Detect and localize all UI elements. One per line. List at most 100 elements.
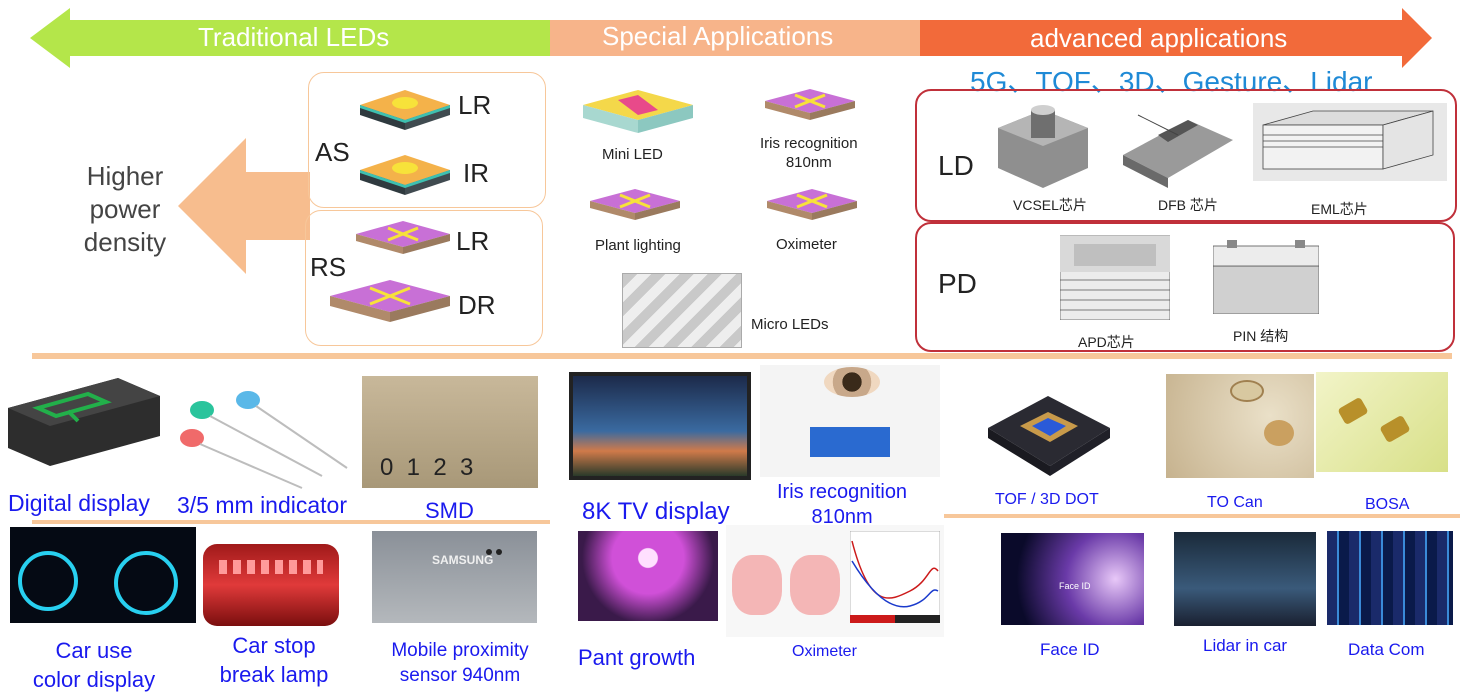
gauge-left	[18, 551, 78, 611]
smd-label: SMD	[425, 498, 474, 523]
micro-led-label: Micro LEDs	[751, 316, 829, 333]
iris-bottom-line1: Iris recognition	[777, 481, 908, 503]
vcsel-diagram	[998, 105, 1088, 188]
as-label: AS	[315, 137, 350, 167]
plant-label: Plant lighting	[595, 237, 681, 254]
banner-arrow	[30, 8, 1432, 68]
mini-led-icon	[583, 90, 693, 133]
rs-lr: LR	[456, 226, 490, 256]
banner-special: Special Applications	[602, 21, 834, 51]
car-line1: Car use	[55, 638, 133, 663]
lung-right	[790, 555, 840, 615]
prox-line1: Mobile proximity	[391, 640, 529, 661]
oximeter-label: Oximeter	[776, 236, 837, 253]
as-ir: IR	[463, 158, 489, 188]
stop-line2: break lamp	[219, 662, 329, 687]
tocan-body	[1230, 380, 1264, 402]
car-label: Car use color display	[22, 636, 166, 694]
oximeter-curve	[850, 531, 940, 623]
hpd-line1: Higher	[86, 161, 164, 191]
plant-growth-photo	[578, 531, 718, 621]
sensor-dot-2	[496, 549, 502, 555]
banner-advanced: advanced applications	[1030, 23, 1288, 53]
apd-diagram	[1060, 235, 1170, 320]
pd-label: PD	[938, 268, 977, 299]
led-chip-icon	[356, 221, 450, 254]
micro-led-photo	[622, 273, 742, 348]
sensor-dot	[486, 549, 492, 555]
iris-recognition-image	[760, 365, 940, 477]
iris-bottom-line2: 810nm	[811, 506, 873, 528]
dfb-label: DFB 芯片	[1158, 197, 1218, 213]
tof-label: TOF / 3D DOT	[995, 491, 1099, 508]
plant-chip-icon	[590, 189, 680, 220]
rs-box	[305, 210, 543, 346]
hpd-line2: power	[89, 194, 161, 224]
ld-box	[915, 89, 1457, 222]
gauge-right	[114, 551, 178, 615]
lidar-photo	[1174, 532, 1316, 626]
pin-diagram	[1213, 240, 1319, 314]
as-box	[308, 72, 546, 208]
as-lr: LR	[458, 90, 492, 120]
tocan-label: TO Can	[1207, 494, 1263, 511]
bosa-photo	[1316, 372, 1448, 472]
bosa-body-2	[1379, 414, 1411, 444]
lung-left	[732, 555, 782, 615]
eye-icon	[824, 367, 880, 397]
samsung-text: SAMSUNG	[432, 553, 494, 567]
eml-label: EML芯片	[1311, 201, 1368, 217]
eml-layers	[1262, 110, 1434, 170]
car-stop-lamp-photo	[203, 544, 339, 626]
arrow-left-icon	[178, 138, 310, 274]
tv-photo	[569, 372, 751, 480]
tocan-photo	[1166, 374, 1314, 478]
stop-line1: Car stop	[232, 633, 316, 658]
banner-traditional: Traditional LEDs	[198, 22, 390, 52]
oxi-label: Oximeter	[792, 643, 857, 660]
divider-left	[32, 520, 550, 524]
iris-chip-icon	[765, 89, 855, 120]
pd-box	[915, 222, 1455, 352]
smd-photo: 0 1 2 3	[362, 376, 538, 488]
lamp-dots	[219, 560, 323, 574]
oximeter-chip-icon	[767, 189, 857, 220]
bosa-body	[1337, 396, 1369, 426]
iris-diagram-box	[810, 427, 890, 457]
pin-label: PIN 结构	[1233, 328, 1289, 344]
led-chip-icon	[360, 155, 450, 195]
datacom-photo	[1327, 531, 1453, 625]
iris-label-top: Iris recognition 810nm	[760, 134, 858, 172]
indicator-label: 3/5 mm indicator	[177, 492, 348, 518]
car-line2: color display	[32, 667, 156, 692]
indicator-led-image	[180, 391, 348, 489]
mini-led-label: Mini LED	[602, 146, 663, 163]
iris-bottom-label: Iris recognition 810nm	[777, 480, 907, 530]
iris-line1: Iris recognition	[760, 135, 858, 152]
rs-label: RS	[310, 252, 347, 282]
proximity-phone-photo: SAMSUNG	[372, 531, 537, 623]
faceid-label: Face ID	[1040, 640, 1100, 659]
digital-label: Digital display	[8, 490, 150, 516]
vcsel-label: VCSEL芯片	[1013, 197, 1087, 213]
rs-dr: DR	[458, 290, 496, 320]
plant-growth-label: Pant growth	[578, 645, 696, 670]
apd-label: APD芯片	[1078, 334, 1135, 350]
face-id-text: Face ID	[1059, 581, 1091, 591]
tocan-body-2	[1264, 420, 1294, 446]
stop-label: Car stop break lamp	[210, 631, 338, 689]
tof-chip-image	[988, 396, 1110, 476]
higher-power-density: Higher power density	[66, 160, 184, 259]
dfb-diagram	[1123, 114, 1233, 188]
datacom-label: Data Com	[1348, 640, 1425, 659]
smd-ruler: 0 1 2 3	[380, 454, 474, 481]
ld-label: LD	[938, 150, 974, 181]
digital-display-image	[8, 378, 160, 466]
tv-label: 8K TV display	[582, 498, 730, 525]
divider-right	[944, 514, 1460, 518]
led-chip-icon	[330, 280, 450, 322]
iris-line2: 810nm	[785, 154, 832, 171]
hpd-line3: density	[83, 227, 167, 257]
oximeter-diagram	[726, 525, 944, 637]
led-chip-icon	[360, 90, 450, 130]
